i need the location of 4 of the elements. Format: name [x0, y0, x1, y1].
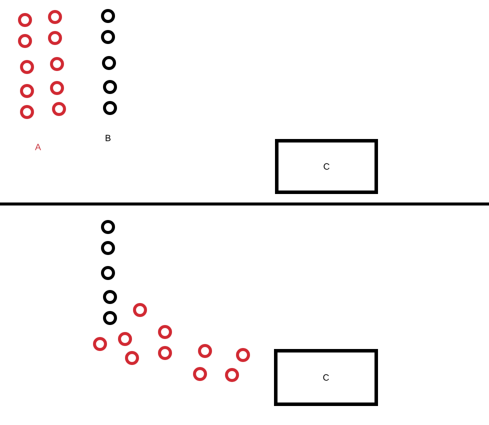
box: C — [274, 349, 378, 406]
box: C — [275, 139, 378, 194]
letter-label: A — [35, 144, 41, 150]
letter-label: B — [106, 134, 111, 142]
